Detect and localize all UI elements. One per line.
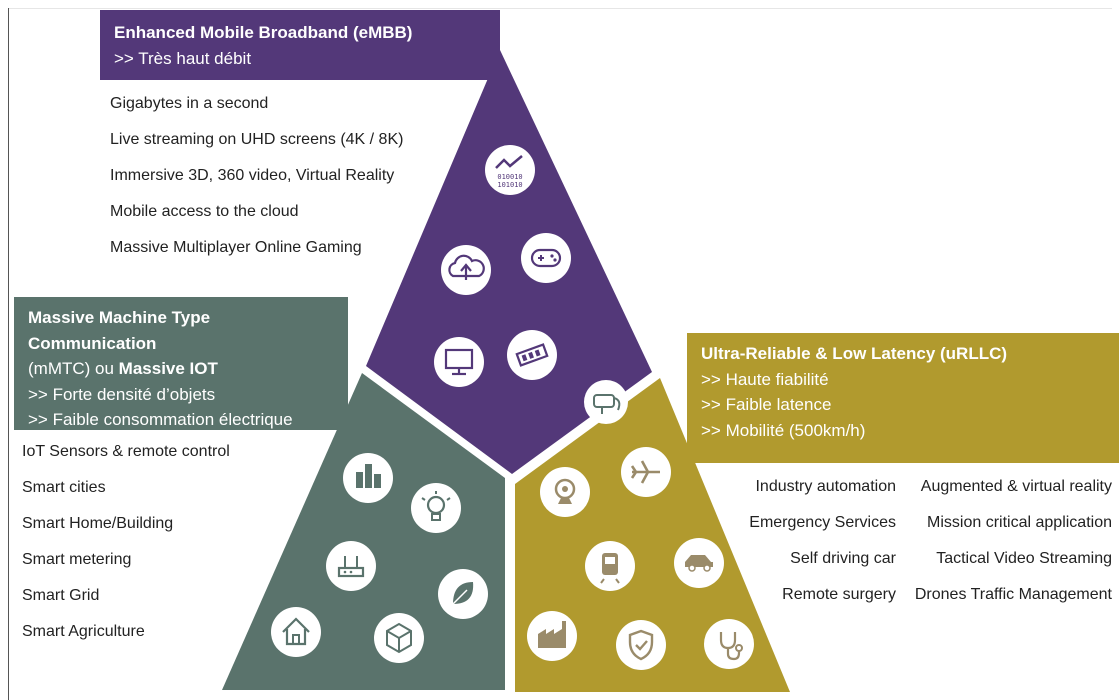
urllc-feature: >> Mobilité (500km/h)	[701, 420, 866, 440]
cloud-upload-icon	[441, 245, 491, 295]
factory-icon	[527, 611, 577, 661]
memory-chip-icon	[507, 330, 557, 380]
mmtc-abbrev: (mMTC) ou	[28, 359, 119, 378]
svg-text:101010: 101010	[497, 181, 522, 189]
mmtc-title: Massive Machine Type Communication	[28, 308, 211, 353]
mmtc-line2: (mMTC) ou Massive IOT	[28, 356, 334, 382]
urllc-triangle	[515, 378, 790, 692]
gamepad-icon	[521, 233, 571, 283]
list-item: Mission critical application	[927, 514, 1112, 531]
embb-subtitle: >> Très haut débit	[114, 48, 252, 68]
list-item: Gigabytes in a second	[110, 95, 269, 112]
mmtc-feature: >> Forte densité d’objets	[28, 384, 216, 404]
embb-use-case-list: Gigabytes in a second Live streaming on …	[110, 86, 403, 266]
router-icon	[326, 541, 376, 591]
mmtc-header: Massive Machine Type Communication (mMTC…	[14, 297, 348, 430]
list-item: Massive Multiplayer Online Gaming	[110, 239, 362, 256]
webcam-icon	[540, 467, 590, 517]
list-item: IoT Sensors & remote control	[22, 443, 230, 460]
home-icon	[271, 607, 321, 657]
urllc-feature: >> Haute fiabilité	[701, 369, 829, 389]
top-border	[8, 8, 1112, 9]
shield-check-icon	[616, 620, 666, 670]
list-item: Smart Agriculture	[22, 623, 145, 640]
list-item: Tactical Video Streaming	[936, 550, 1112, 567]
leaf-icon	[438, 569, 488, 619]
list-item: Remote surgery	[782, 586, 896, 603]
list-item: Drones Traffic Management	[914, 586, 1112, 603]
vr-headset-icon	[584, 380, 628, 424]
mmtc-use-case-list: IoT Sensors & remote control Smart citie…	[22, 434, 230, 650]
list-item: Smart Grid	[22, 587, 100, 604]
airplane-icon	[621, 447, 671, 497]
stethoscope-icon	[704, 619, 754, 669]
urllc-feature: >> Faible latence	[701, 395, 832, 414]
mmtc-massive-iot: Massive IOT	[118, 359, 218, 378]
train-icon	[585, 541, 635, 591]
list-item: Immersive 3D, 360 video, Virtual Reality	[110, 167, 395, 184]
left-border	[8, 8, 9, 700]
embb-header: Enhanced Mobile Broadband (eMBB) >> Très…	[100, 10, 500, 80]
list-item: Smart metering	[22, 551, 132, 568]
svg-text:010010: 010010	[497, 173, 522, 181]
data-growth-icon: 010010 101010	[485, 145, 535, 195]
city-buildings-icon	[343, 453, 393, 503]
urllc-header: Ultra-Reliable & Low Latency (uRLLC) >> …	[687, 333, 1119, 463]
list-item: Live streaming on UHD screens (4K / 8K)	[110, 131, 404, 148]
list-item: Mobile access to the cloud	[110, 203, 299, 220]
list-item: Smart cities	[22, 479, 106, 496]
mmtc-feature: >> Faible consommation électrique	[28, 410, 293, 429]
list-item: Self driving car	[790, 550, 896, 567]
car-icon	[674, 538, 724, 588]
urllc-use-case-list-left: Industry automation Emergency Services S…	[749, 469, 896, 613]
monitor-icon	[434, 337, 484, 387]
list-item: Smart Home/Building	[22, 515, 174, 532]
cube-network-icon	[374, 613, 424, 663]
list-item: Augmented & virtual reality	[920, 478, 1112, 495]
urllc-use-case-list-right: Augmented & virtual reality Mission crit…	[915, 469, 1112, 613]
embb-title: Enhanced Mobile Broadband (eMBB)	[114, 23, 413, 42]
urllc-title: Ultra-Reliable & Low Latency (uRLLC)	[701, 344, 1008, 363]
list-item: Emergency Services	[749, 514, 896, 531]
lightbulb-icon	[411, 483, 461, 533]
list-item: Industry automation	[755, 478, 896, 495]
